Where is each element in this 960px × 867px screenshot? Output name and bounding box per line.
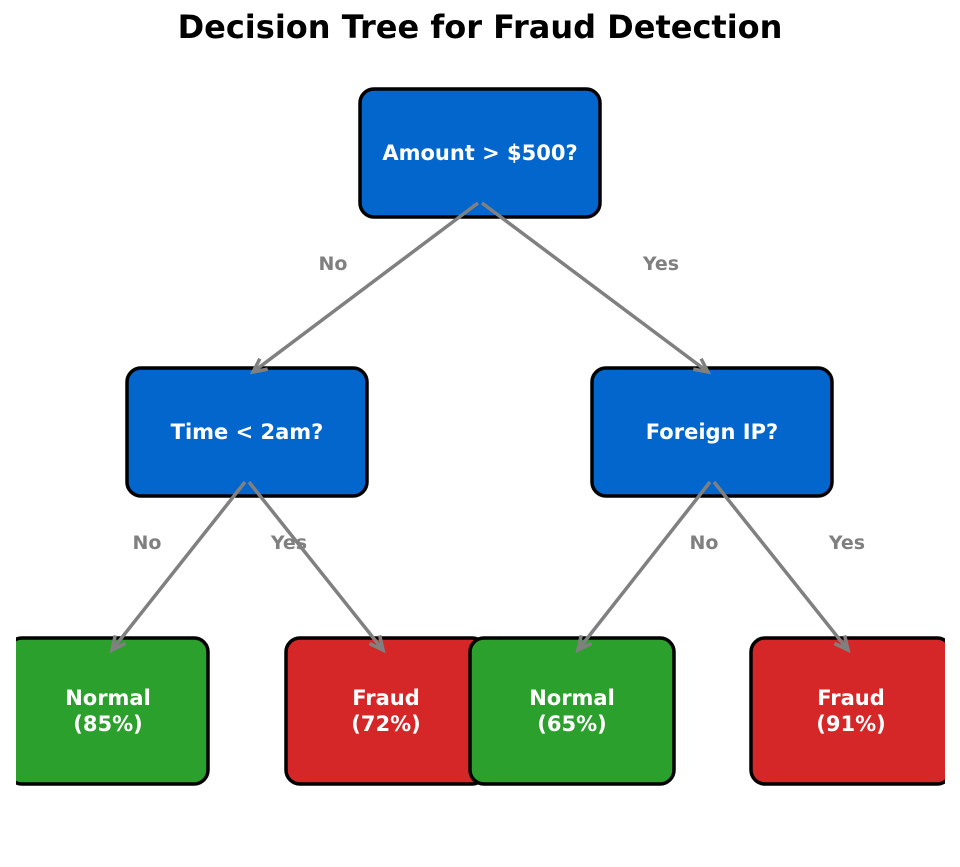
- node-label: (91%): [816, 712, 885, 736]
- node-label: (65%): [537, 712, 606, 736]
- node-label: Normal: [529, 686, 615, 710]
- edge-label-yes: Yes: [642, 253, 679, 275]
- node-box: [284, 636, 488, 786]
- node-box: [16, 636, 210, 786]
- edge-root-time: [249, 201, 480, 375]
- edge-label-no: No: [319, 253, 348, 275]
- edge-root-ip: [480, 201, 712, 375]
- leaf-node-leaf4: Fraud(91%): [749, 636, 945, 786]
- edge-line: [576, 480, 712, 652]
- edge-label-no: No: [690, 532, 719, 554]
- decision-node-ip: Foreign IP?: [590, 366, 834, 498]
- node-label: Time < 2am?: [171, 420, 324, 444]
- edge-ip-leaf4: [712, 480, 851, 654]
- arrowhead-icon: [109, 634, 127, 654]
- edge-line: [251, 201, 480, 374]
- edge-line: [110, 480, 247, 652]
- node-label: Fraud: [352, 686, 420, 710]
- edge-line: [480, 201, 710, 374]
- node-box: [358, 87, 602, 219]
- decision-node-time: Time < 2am?: [125, 366, 369, 498]
- node-box: [590, 366, 834, 498]
- arrowhead-icon: [249, 357, 269, 375]
- leaf-node-leaf3: Normal(65%): [468, 636, 676, 786]
- node-label: Amount > $500?: [382, 141, 577, 165]
- diagram-title: Decision Tree for Fraud Detection: [177, 8, 783, 46]
- edge-time-leaf1: [109, 480, 247, 654]
- node-label: (72%): [351, 712, 420, 736]
- leaf-node-leaf1: Normal(85%): [16, 636, 210, 786]
- arrowhead-icon: [833, 634, 851, 654]
- arrowhead-icon: [692, 357, 712, 375]
- edge-label-no: No: [133, 532, 162, 554]
- arrowhead-icon: [368, 634, 386, 654]
- node-box: [749, 636, 945, 786]
- edge-label-yes: Yes: [270, 532, 307, 554]
- node-box: [125, 366, 369, 498]
- leaf-node-leaf2: Fraud(72%): [284, 636, 488, 786]
- arrowhead-icon: [575, 634, 593, 654]
- edge-ip-leaf3: [575, 480, 712, 654]
- node-label: Foreign IP?: [646, 420, 778, 444]
- edge-line: [247, 480, 385, 652]
- node-label: (85%): [73, 712, 142, 736]
- edge-label-yes: Yes: [828, 532, 865, 554]
- node-label: Fraud: [817, 686, 885, 710]
- edge-line: [712, 480, 850, 652]
- decision-node-root: Amount > $500?: [358, 87, 602, 219]
- node-box: [468, 636, 676, 786]
- node-label: Normal: [65, 686, 151, 710]
- edge-time-leaf2: [247, 480, 386, 654]
